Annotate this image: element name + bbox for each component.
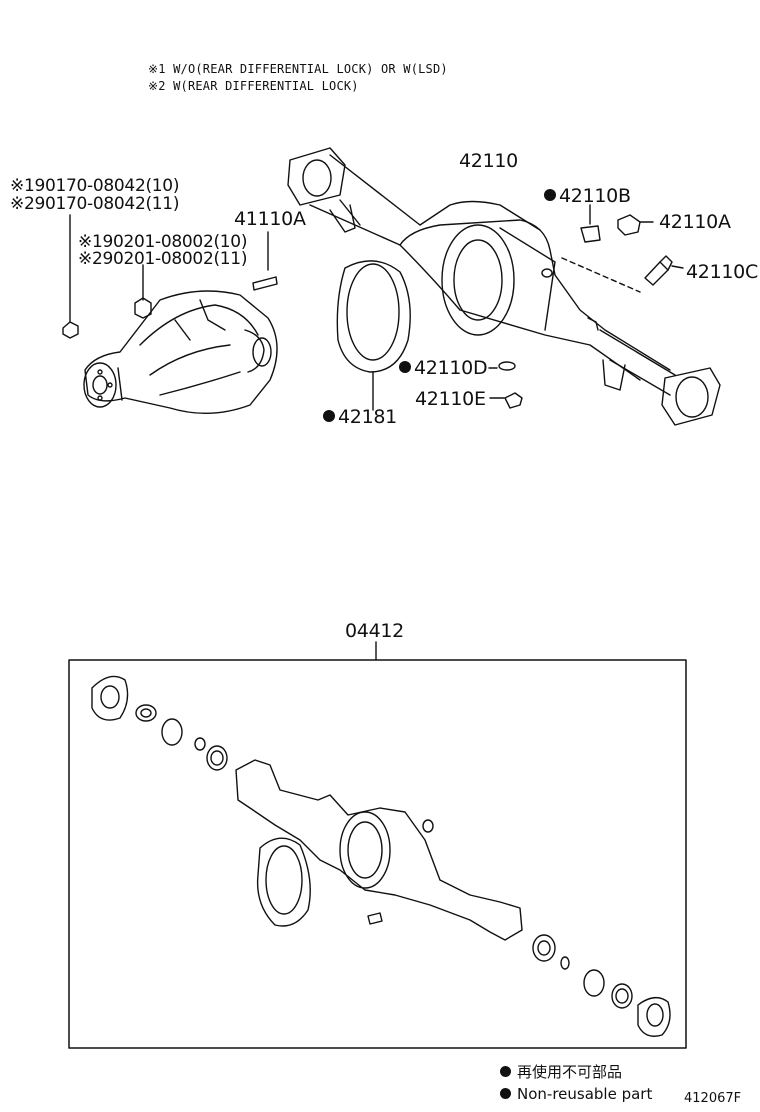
label-41110a[interactable]: 41110A [234,208,306,230]
label-42181-text: 42181 [338,406,397,428]
gasket-drawing [336,260,411,411]
non-reusable-dot [399,360,411,373]
nut-drawing [134,264,152,319]
label-42110b-text: 42110B [559,185,631,207]
legend-english-text: Non-reusable part [517,1085,653,1103]
diagram-id: 412067F [684,1091,742,1106]
non-reusable-dot [544,188,556,201]
plug-42110b-drawing [580,204,601,243]
legend-dot [500,1066,511,1077]
label-42110b[interactable]: 42110B [544,187,631,206]
bolt-drawing [62,214,79,339]
label-42181[interactable]: 42181 [323,408,397,427]
breather-42110c-drawing [561,255,684,293]
label-04412[interactable]: 04412 [345,620,404,642]
label-stud-2[interactable]: ※290201-08002(11) [78,249,248,269]
note-2: ※2 W(REAR DIFFERENTIAL LOCK) [148,79,359,93]
part-42110d-drawing [488,361,516,371]
label-42110d-text: 42110D [414,357,488,379]
kit-frame [68,659,687,1049]
kit-contents [91,675,671,1037]
legend-dot [500,1088,511,1099]
plug-42110a-drawing [617,214,654,236]
legend-english: Non-reusable part [500,1087,652,1102]
label-42110d[interactable]: 42110D [399,357,488,379]
legend-japanese-text: 再使用不可部品 [517,1063,623,1081]
label-stud-1[interactable]: ※190201-08002(10) [78,232,248,252]
stud-drawing [252,231,278,291]
axle-housing [287,147,721,426]
label-42110e[interactable]: 42110E [415,388,486,410]
label-42110c[interactable]: 42110C [686,261,758,283]
part-42110e-drawing [489,392,523,409]
legend-japanese: 再使用不可部品 [500,1065,622,1080]
label-42110[interactable]: 42110 [459,150,518,172]
label-42110a[interactable]: 42110A [659,211,731,233]
differential-carrier [83,290,278,414]
note-1: ※1 W/O(REAR DIFFERENTIAL LOCK) OR W(LSD) [148,62,448,76]
non-reusable-dot [323,409,335,422]
label-bolt-1[interactable]: ※190170-08042(10) [10,176,180,196]
label-bolt-2[interactable]: ※290170-08042(11) [10,194,180,214]
